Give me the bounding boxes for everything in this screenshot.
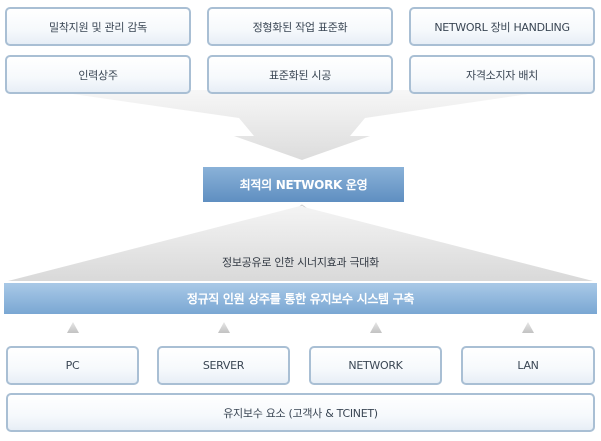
small-up-arrow-icon (218, 322, 230, 333)
top-box-equipment-handling: NETWORL 장비 HANDLING (409, 7, 595, 46)
synergy-pyramid (8, 206, 593, 281)
synergy-caption: 정보공유로 인한 시너지효과 극대화 (222, 256, 379, 269)
component-box-pc: PC (6, 346, 139, 385)
top-box-standard-construction: 표준화된 시공 (207, 55, 393, 94)
component-box-network: NETWORK (309, 346, 442, 385)
component-box-lan: LAN (461, 346, 595, 385)
top-box-staff-resident: 인력상주 (5, 55, 191, 94)
small-up-arrow-icon (67, 322, 79, 333)
component-box-server: SERVER (157, 346, 290, 385)
maintenance-elements-base: 유지보수 요소 (고객사 & TCINET) (6, 393, 595, 432)
funnel-arrow (45, 90, 556, 160)
top-box-certified-staff: 자격소지자 배치 (409, 55, 595, 94)
optimal-network-operation-bar: 최적의 NETWORK 운영 (203, 167, 404, 202)
maintenance-system-bar: 정규직 인원 상주를 통한 유지보수 시스템 구축 (4, 283, 597, 314)
small-up-arrow-icon (522, 322, 534, 333)
top-box-work-standardization: 정형화된 작업 표준화 (207, 7, 393, 46)
small-up-arrow-icon (370, 322, 382, 333)
top-box-close-support: 밀착지원 및 관리 감독 (5, 7, 191, 46)
